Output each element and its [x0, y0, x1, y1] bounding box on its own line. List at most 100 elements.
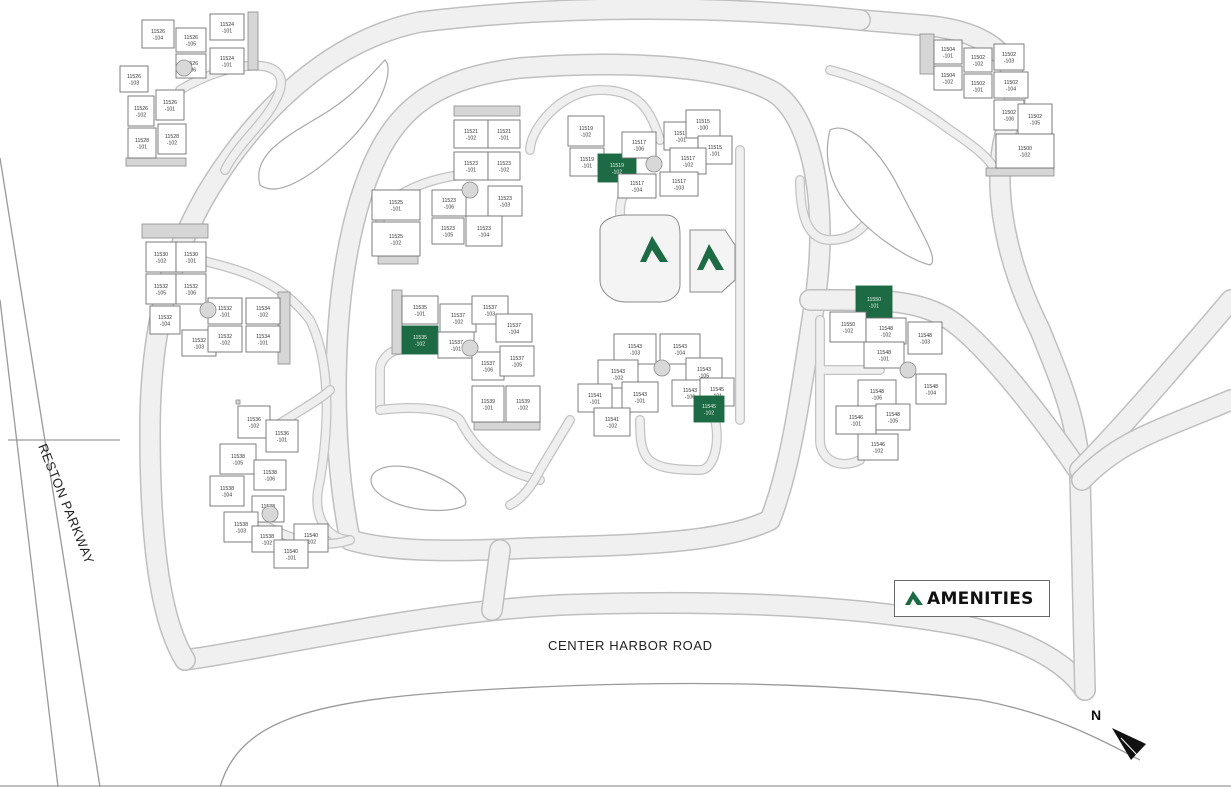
unit-11536-101[interactable]: 11536-101	[265, 419, 299, 453]
unit-11502-101[interactable]: 11502-101	[963, 73, 993, 99]
unit-outline	[237, 405, 271, 439]
unit-suffix: -104	[160, 322, 170, 328]
unit-suffix: -102	[612, 170, 622, 176]
unit-11548-101[interactable]: 11548-101	[863, 341, 905, 369]
unit-11517-103[interactable]: 11517-103	[659, 171, 699, 197]
unit-11523-106[interactable]: 11523-106	[431, 189, 467, 217]
unit-11548-104[interactable]: 11548-104	[915, 373, 947, 405]
unit-11548-105[interactable]: 11548-105	[875, 403, 911, 431]
unit-11532-106[interactable]: 11532-106	[175, 273, 207, 305]
unit-11517-102[interactable]: 11517-102	[669, 147, 707, 175]
unit-number: 11523	[498, 196, 512, 202]
unit-11548-102[interactable]: 11548-102	[865, 317, 907, 345]
unit-11540-101[interactable]: 11540-101	[273, 539, 309, 569]
unit-outline	[933, 39, 963, 65]
amenity-triangle-icon	[905, 591, 923, 605]
unit-11532-102[interactable]: 11532-102	[207, 325, 243, 353]
unit-11521-101[interactable]: 11521-101	[487, 119, 521, 149]
unit-11534-102[interactable]: 11534-102	[245, 297, 281, 325]
unit-11537-104[interactable]: 11537-104	[495, 313, 533, 343]
unit-number: 11543	[628, 344, 642, 350]
unit-11539-101[interactable]: 11539-101	[471, 385, 505, 423]
unit-suffix: -102	[415, 342, 425, 348]
unit-11545-102[interactable]: 11545-102	[693, 395, 725, 423]
unit-11534-101[interactable]: 11534-101	[245, 325, 281, 353]
unit-11517-104[interactable]: 11517-104	[617, 173, 657, 199]
unit-11538-104[interactable]: 11538-104	[209, 475, 245, 507]
unit-11523-104[interactable]: 11523-104	[465, 215, 503, 247]
unit-suffix: -104	[926, 391, 936, 397]
unit-11523-101[interactable]: 11523-101	[453, 151, 489, 181]
unit-11517-106[interactable]: 11517-106	[621, 131, 657, 159]
unit-suffix: -102	[499, 168, 509, 174]
unit-11502-105[interactable]: 11502-105	[1017, 103, 1053, 135]
unit-11502-104[interactable]: 11502-104	[993, 71, 1029, 99]
unit-11526-104[interactable]: 11526-104	[141, 19, 175, 49]
unit-11523-105[interactable]: 11523-105	[431, 217, 465, 245]
unit-11526-103[interactable]: 11526-103	[119, 65, 149, 93]
unit-number: 11517	[630, 181, 644, 187]
unit-11546-102[interactable]: 11546-102	[857, 433, 899, 461]
unit-suffix: -101	[137, 145, 147, 151]
unit-11543-101[interactable]: 11543-101	[621, 381, 659, 413]
unit-11550-102[interactable]: 11550-102	[829, 311, 867, 343]
unit-number: 11543	[697, 367, 711, 373]
unit-11536-102[interactable]: 11536-102	[237, 405, 271, 439]
unit-11524-101[interactable]: 11524-101	[209, 47, 245, 75]
unit-11548-103[interactable]: 11548-103	[907, 321, 943, 355]
unit-11528-101[interactable]: 11528-101	[127, 127, 157, 159]
unit-11548-106[interactable]: 11548-106	[857, 379, 897, 409]
unit-outline	[293, 523, 329, 553]
unit-11525-102[interactable]: 11525-102	[371, 221, 421, 257]
unit-number: 11530	[154, 252, 168, 258]
unit-11523-103[interactable]: 11523-103	[487, 185, 523, 217]
unit-11543-103[interactable]: 11543-103	[613, 333, 657, 365]
unit-11526-101[interactable]: 11526-101	[155, 89, 185, 121]
unit-suffix: -101	[451, 347, 461, 353]
unit-11519-102[interactable]: 11519-102	[567, 115, 605, 147]
unit-11537-102[interactable]: 11537-102	[439, 303, 477, 333]
unit-outline	[439, 303, 477, 333]
unit-number: 11519	[610, 163, 624, 169]
unit-11535-101[interactable]: 11535-101	[401, 295, 439, 325]
unit-11538-105[interactable]: 11538-105	[219, 443, 257, 475]
unit-outline	[119, 65, 149, 93]
unit-11532-104[interactable]: 11532-104	[149, 305, 181, 335]
unit-outline	[907, 321, 943, 355]
unit-11515-100[interactable]: 11515-100	[685, 109, 721, 139]
unit-11504-101[interactable]: 11504-101	[933, 39, 963, 65]
unit-suffix: -101	[483, 406, 493, 412]
unit-11538-106[interactable]: 11538-106	[253, 459, 287, 491]
unit-11540-102[interactable]: 11540-102	[293, 523, 329, 553]
unit-11500-102[interactable]: 11500-102	[995, 133, 1055, 169]
unit-11523-102[interactable]: 11523-102	[487, 151, 521, 181]
unit-number: 11537	[483, 305, 497, 311]
unit-11532-105[interactable]: 11532-105	[145, 273, 177, 305]
unit-11541-102[interactable]: 11541-102	[593, 407, 631, 437]
unit-11521-102[interactable]: 11521-102	[453, 119, 489, 149]
unit-11524-101[interactable]: 11524-101	[209, 13, 245, 41]
unit-11525-101[interactable]: 11525-101	[371, 189, 421, 221]
unit-11528-102[interactable]: 11528-102	[157, 123, 187, 155]
unit-11535-102[interactable]: 11535-102	[401, 325, 439, 355]
unit-11538-102[interactable]: 11538-102	[251, 525, 283, 553]
unit-11530-102[interactable]: 11530-102	[145, 241, 177, 273]
unit-number: 11532	[158, 315, 172, 321]
unit-11526-102[interactable]: 11526-102	[127, 95, 155, 127]
stairwell	[247, 11, 259, 71]
unit-outline	[245, 297, 281, 325]
unit-number: 11537	[507, 323, 521, 329]
unit-11526-105[interactable]: 11526-105	[175, 27, 207, 53]
unit-number: 11523	[497, 161, 511, 167]
unit-11539-102[interactable]: 11539-102	[505, 385, 541, 423]
unit-11502-102[interactable]: 11502-102	[963, 47, 993, 73]
cluster-hub	[899, 361, 917, 379]
unit-11504-102[interactable]: 11504-102	[933, 65, 963, 91]
unit-11537-105[interactable]: 11537-105	[499, 345, 535, 377]
building-cluster-c1521: 11521-10211521-10111523-10111523-1021152…	[371, 105, 523, 265]
unit-11530-101[interactable]: 11530-101	[175, 241, 207, 273]
unit-11502-103[interactable]: 11502-103	[993, 43, 1025, 71]
unit-11546-101[interactable]: 11546-101	[835, 405, 877, 435]
unit-11537-106[interactable]: 11537-106	[471, 351, 505, 381]
